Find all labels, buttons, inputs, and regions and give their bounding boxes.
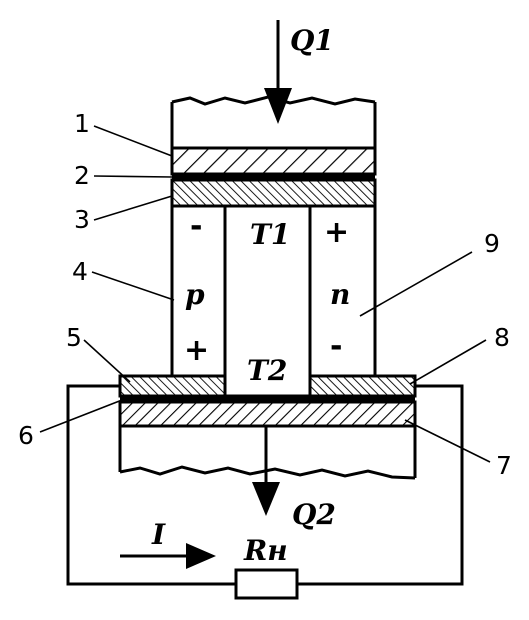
heat-out-label: Q2 (292, 498, 336, 531)
callout-4: 4 (72, 257, 88, 286)
callout-9: 9 (484, 229, 500, 258)
callout-5: 5 (66, 323, 82, 352)
callout-3: 3 (74, 205, 90, 234)
callout-8: 8 (494, 323, 510, 352)
p-leg (170, 204, 227, 378)
callout-1: 1 (74, 109, 90, 138)
n-leg-bottom-sign: - (330, 329, 342, 364)
external-circuit (66, 384, 464, 586)
hot-temperature-label: T1 (250, 218, 290, 251)
heat-out-arrowhead (252, 482, 280, 516)
heat-in-arrowhead (264, 88, 292, 124)
load-label: Rн (243, 534, 288, 567)
layer-7-cold-plate (118, 400, 417, 428)
layer-2-conductor (172, 174, 375, 180)
layer-8-contact-right (308, 374, 417, 398)
cold-temperature-label: T2 (247, 354, 287, 387)
p-type-label: p (185, 278, 205, 311)
current-arrowhead (186, 543, 216, 569)
n-type-label: n (330, 278, 350, 311)
p-leg-bottom-sign: + (184, 333, 209, 368)
layer-1-hot-plate (170, 146, 377, 176)
callout-leaders (39, 125, 491, 463)
n-leg (308, 204, 377, 378)
callout-2: 2 (74, 161, 90, 190)
p-leg-top-sign: - (190, 209, 202, 244)
layer-5-contact-left (118, 374, 227, 398)
n-leg-top-sign: + (324, 215, 349, 250)
cold-sink-block (118, 426, 417, 480)
layer-3-insulator (170, 178, 377, 208)
layer-6-conductor (120, 396, 415, 402)
callout-6: 6 (18, 421, 34, 450)
load-resistor (234, 568, 299, 600)
callout-7: 7 (496, 451, 512, 480)
current-label: I (151, 518, 166, 551)
heat-in-label: Q1 (290, 24, 334, 57)
